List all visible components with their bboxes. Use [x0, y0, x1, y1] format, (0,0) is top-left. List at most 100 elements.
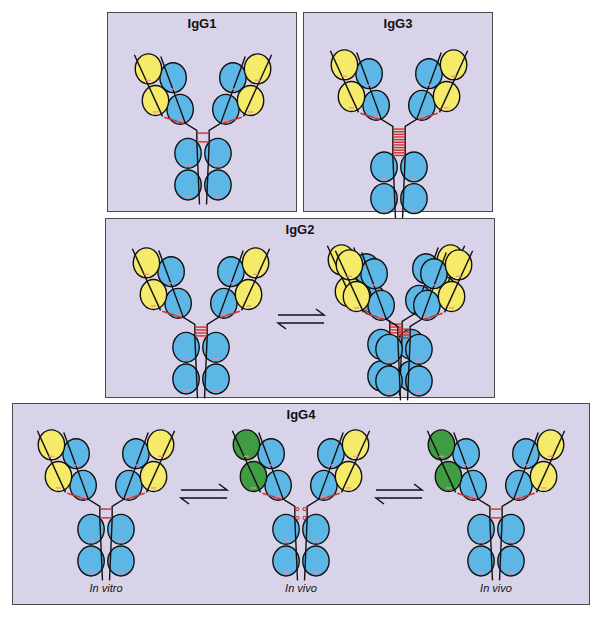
disulfide-bond — [418, 113, 437, 119]
hinge-disulfide — [393, 144, 405, 145]
disulfide-bond — [220, 311, 239, 317]
domain-oval — [233, 430, 259, 460]
domain-oval — [406, 366, 432, 396]
intradomain-bond — [478, 572, 483, 573]
panel-heading: IgG4 — [287, 407, 316, 422]
intradomain-bond — [133, 464, 138, 465]
intradomain-bond — [185, 164, 190, 165]
hinge-disulfide — [197, 132, 209, 133]
intradomain-bond — [381, 178, 386, 179]
panel-heading-box: IgG1 — [108, 16, 296, 31]
heavy-chain — [259, 433, 298, 581]
light-chain — [444, 251, 472, 313]
intradomain-bond — [230, 88, 235, 89]
equilibrium-arrow — [376, 498, 422, 504]
broken-bond — [303, 516, 306, 519]
domain-oval — [498, 546, 524, 576]
light-chain — [335, 251, 363, 313]
antibody — [427, 430, 564, 580]
condition-label: In vivo — [251, 582, 351, 594]
antibody — [232, 430, 369, 580]
intradomain-bond — [478, 540, 483, 541]
light-chain — [134, 55, 162, 117]
intradomain-bond — [223, 120, 228, 121]
hinge-disulfide — [195, 329, 207, 330]
intradomain-bond — [347, 276, 352, 277]
intradomain-bond — [283, 572, 288, 573]
hinge-disulfide — [393, 134, 405, 135]
intradomain-bond — [246, 305, 251, 306]
panel-heading: IgG2 — [286, 222, 315, 237]
intradomain-bond — [56, 487, 61, 488]
intradomain-bond — [411, 178, 416, 179]
broken-bond — [296, 507, 299, 510]
hinge-disulfide — [393, 142, 405, 143]
intradomain-bond — [353, 456, 358, 457]
heavy-chain — [207, 57, 246, 205]
disulfide-bond — [222, 117, 241, 123]
hinge-disulfide — [393, 136, 405, 137]
domain-oval — [242, 248, 268, 278]
intradomain-bond — [470, 496, 475, 497]
broken-bond — [303, 507, 306, 510]
intradomain-bond — [354, 307, 359, 308]
light-chain — [37, 431, 65, 493]
intradomain-bond — [80, 496, 85, 497]
intradomain-bond — [508, 540, 513, 541]
hinge-disulfide — [393, 155, 405, 156]
intradomain-bond — [451, 76, 456, 77]
subclass-panel: IgG1 — [107, 12, 297, 212]
hinge-disulfide — [195, 335, 207, 336]
domain-oval — [173, 364, 199, 394]
light-chain — [330, 51, 358, 113]
antibody — [132, 248, 269, 398]
heavy-chain — [64, 433, 103, 581]
intradomain-bond — [49, 456, 54, 457]
intradomain-bond — [183, 390, 188, 391]
domain-oval — [468, 546, 494, 576]
intradomain-bond — [126, 496, 131, 497]
intradomain-bond — [419, 116, 424, 117]
intradomain-bond — [349, 107, 354, 108]
heavy-chain — [161, 57, 200, 205]
intradomain-bond — [313, 540, 318, 541]
intradomain-bond — [508, 572, 513, 573]
intradomain-bond — [373, 116, 378, 117]
domain-oval — [133, 248, 159, 278]
equilibrium-arrow — [376, 484, 422, 490]
light-chain — [146, 431, 174, 493]
antibody-illustration — [13, 404, 588, 603]
intradomain-bond — [426, 84, 431, 85]
domain-oval — [401, 184, 427, 214]
hinge-disulfide — [100, 517, 112, 518]
intradomain-bond — [321, 496, 326, 497]
domain-oval — [244, 54, 270, 84]
intradomain-bond — [248, 111, 253, 112]
intradomain-bond — [386, 392, 391, 393]
condition-label: In vivo — [446, 582, 546, 594]
hinge-disulfide — [398, 334, 410, 335]
subclass-panel: IgG4In vitroIn vivoIn vivo — [12, 403, 590, 605]
intradomain-bond — [151, 305, 156, 306]
intradomain-bond — [548, 456, 553, 457]
domain-oval — [203, 364, 229, 394]
domain-oval — [342, 430, 368, 460]
intradomain-bond — [456, 276, 461, 277]
intradomain-bond — [268, 464, 273, 465]
intradomain-bond — [444, 107, 449, 108]
hinge-disulfide — [393, 152, 405, 153]
domain-oval — [135, 54, 161, 84]
intradomain-bond — [439, 456, 444, 457]
intradomain-bond — [283, 540, 288, 541]
domain-oval — [205, 170, 231, 200]
intradomain-bond — [424, 316, 429, 317]
heavy-chain — [110, 433, 149, 581]
light-chain — [439, 51, 467, 113]
intradomain-bond — [342, 76, 347, 77]
disulfide-bond — [423, 313, 442, 319]
intradomain-bond — [146, 80, 151, 81]
equilibrium-arrow — [181, 498, 227, 504]
hinge-disulfide — [393, 131, 405, 132]
intradomain-bond — [175, 314, 180, 315]
intradomain-bond — [73, 464, 78, 465]
